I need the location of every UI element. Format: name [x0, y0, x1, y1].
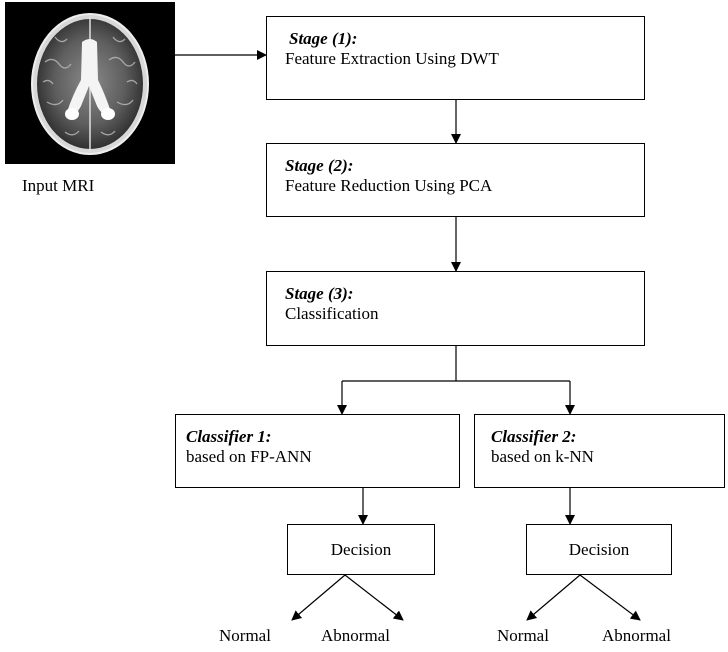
- classifier-1-title: Classifier 1:: [186, 427, 272, 446]
- decision-2-abnormal: Abnormal: [602, 626, 671, 645]
- classifier-1-box: Classifier 1: based on FP-ANN: [175, 414, 460, 488]
- decision-2-box: Decision: [526, 524, 672, 575]
- stage-1-box: Stage (1): Feature Extraction Using DWT: [266, 16, 645, 100]
- arrow-decision2-abnormal: [579, 574, 641, 621]
- stage-3-box: Stage (3): Classification: [266, 271, 645, 346]
- stage-2-text: Feature Reduction Using PCA: [285, 176, 493, 195]
- decision-1-abnormal: Abnormal: [321, 626, 390, 645]
- decision-1-label: Decision: [330, 539, 392, 559]
- classifier-2-box: Classifier 2: based on k-NN: [474, 414, 725, 488]
- decision-1-normal: Normal: [219, 626, 271, 645]
- classifier-2-text: based on k-NN: [491, 447, 594, 466]
- stage-2-title: Stage (2):: [285, 156, 354, 175]
- stage-3-title: Stage (3):: [285, 284, 354, 303]
- stage-1-title: Stage (1):: [289, 29, 358, 48]
- arrow-decision1-abnormal: [344, 574, 404, 621]
- mri-image: [5, 2, 175, 164]
- arrow-decision1-normal: [291, 574, 346, 621]
- stage-1-text: Feature Extraction Using DWT: [285, 49, 499, 68]
- input-mri-label: Input MRI: [22, 176, 95, 195]
- stage-3-text: Classification: [285, 304, 379, 323]
- decision-1-box: Decision: [287, 524, 435, 575]
- arrow-decision2-normal: [526, 574, 581, 621]
- decision-2-normal: Normal: [497, 626, 549, 645]
- classifier-2-title: Classifier 2:: [491, 427, 577, 446]
- classifier-1-text: based on FP-ANN: [186, 447, 312, 466]
- decision-2-label: Decision: [568, 539, 630, 559]
- stage-2-box: Stage (2): Feature Reduction Using PCA: [266, 143, 645, 217]
